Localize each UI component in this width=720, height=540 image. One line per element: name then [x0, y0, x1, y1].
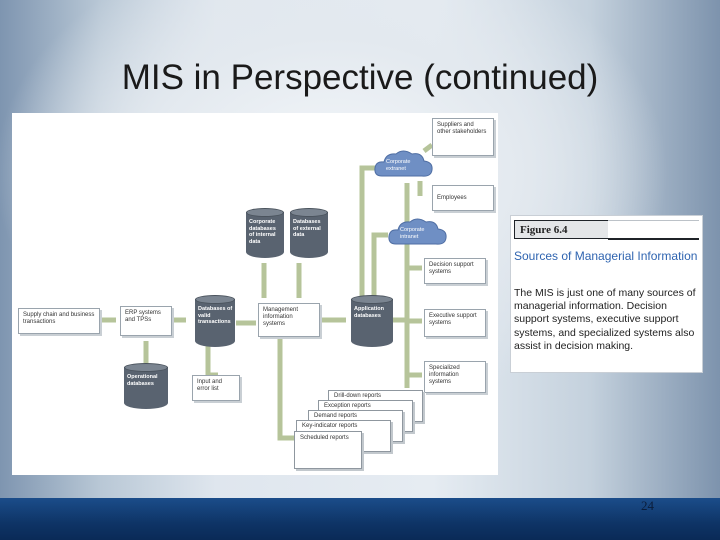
valid-transactions-label: Databases of valid transactions [198, 306, 233, 325]
erp-box: ERP systems and TPSs [120, 306, 172, 336]
ess-box: Executive support systems [424, 309, 486, 337]
figure-rule [608, 238, 699, 240]
arrow-suppliers [422, 143, 434, 153]
arrow-appdb-intranet [371, 232, 388, 298]
operational-db-label: Operational databases [127, 374, 158, 387]
extranet-label-1: Corporate [386, 159, 410, 165]
intranet-label-2: intranet [400, 234, 419, 240]
valid-transactions-cylinder: Databases of valid transactions [195, 295, 235, 347]
employees-box: Employees [432, 185, 494, 211]
extranet-cloud: Corporate extranet [374, 150, 433, 177]
dss-box: Decision support systems [424, 258, 486, 284]
external-db-cylinder: Databases of external data [290, 208, 328, 258]
corporate-db-label: Corporate databases of internal data [249, 219, 276, 245]
figure-caption: The MIS is just one of many sources of m… [514, 287, 696, 352]
report-scheduled: Scheduled reports [294, 431, 362, 469]
figure-caption-panel: Figure 6.4 Sources of Managerial Informa… [510, 215, 703, 373]
intranet-label-1: Corporate [400, 227, 424, 233]
specialized-box: Specialized information systems [424, 361, 486, 393]
arrow-mis-reports [277, 338, 294, 441]
extranet-label-2: extranet [386, 166, 406, 172]
application-db-cylinder: Application databases [351, 295, 393, 347]
suppliers-box: Suppliers and other stakeholders [432, 118, 494, 156]
figure-label: Figure 6.4 [514, 220, 608, 239]
mis-box: Management information systems [258, 303, 320, 337]
footer-bar [0, 498, 720, 540]
supply-chain-box: Supply chain and business transactions [18, 308, 100, 334]
application-db-label: Application databases [354, 306, 384, 319]
figure-top-rule [608, 220, 699, 221]
corporate-db-cylinder: Corporate databases of internal data [246, 208, 284, 258]
intranet-cloud: Corporate intranet [388, 218, 447, 245]
mis-diagram: Supply chain and business transactions E… [12, 113, 498, 475]
slide-title: MIS in Perspective (continued) [121, 58, 599, 97]
figure-title: Sources of Managerial Information [514, 249, 698, 263]
operational-db-cylinder: Operational databases [124, 363, 168, 409]
input-error-box: Input and error list [192, 375, 240, 401]
page-number: 24 [641, 498, 654, 513]
external-db-label: Databases of external data [293, 219, 321, 238]
